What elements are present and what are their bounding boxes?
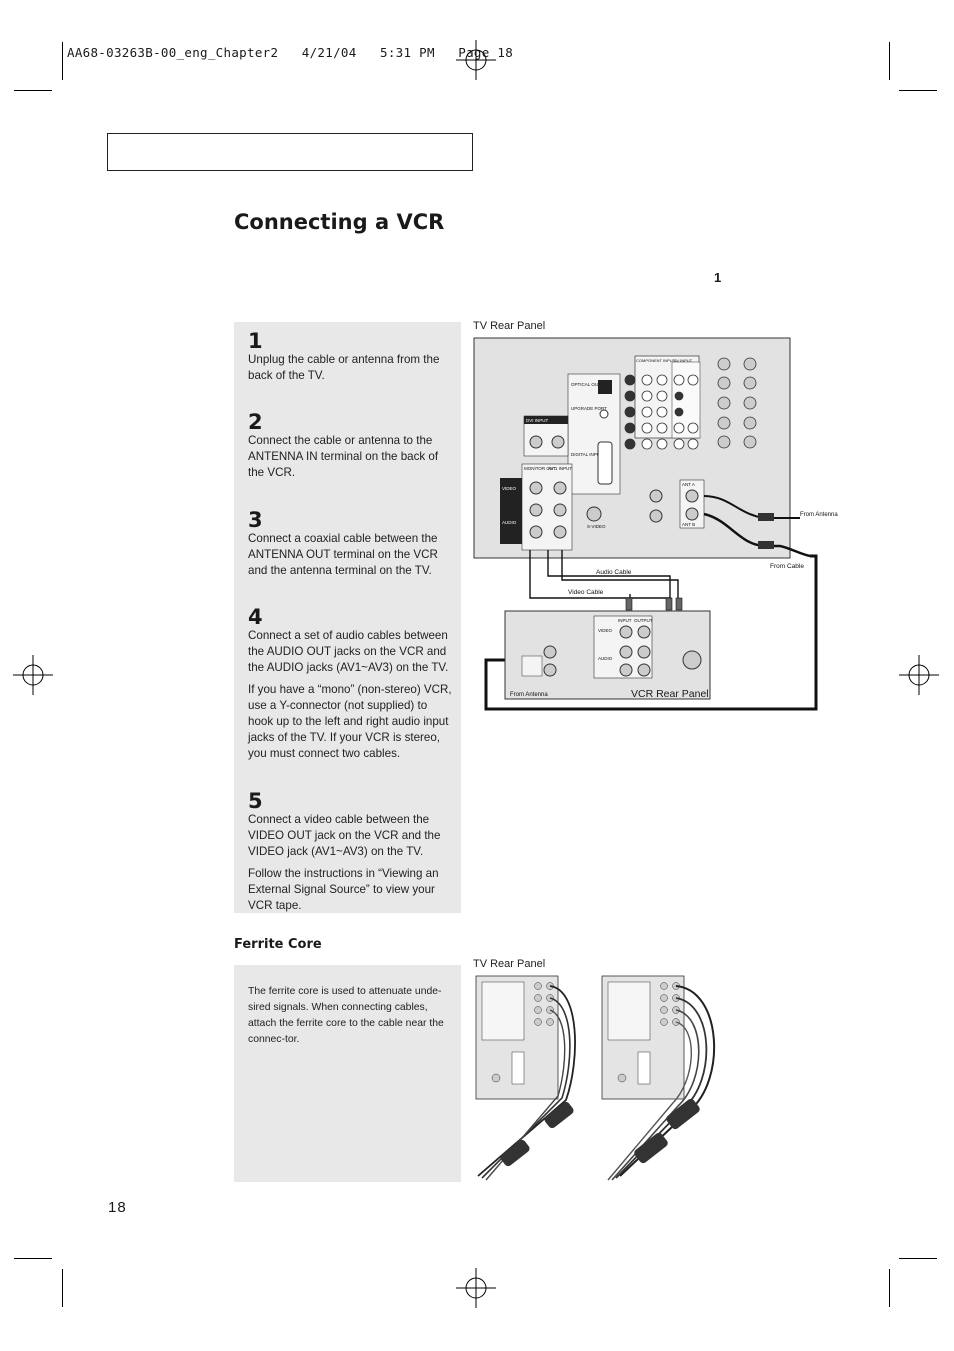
av1-input-label: AV 1 INPUT bbox=[548, 466, 572, 471]
ferrite-core-diagram bbox=[475, 975, 716, 1181]
ferrite-text: The ferrite core is used to attenuate un… bbox=[248, 986, 444, 1045]
step-text: Unplug the cable or antenna from the bac… bbox=[248, 353, 440, 382]
video-cable-label: Video Cable bbox=[568, 589, 604, 596]
step-text: Connect a video cable between the VIDEO … bbox=[248, 813, 441, 858]
optical-out-label: OPTICAL OUT bbox=[571, 382, 601, 387]
crop-mark-top-left-v bbox=[62, 42, 63, 80]
crop-mark-bottom-right-v bbox=[889, 1269, 890, 1307]
component-jacks bbox=[624, 374, 699, 450]
vcr-audio-label: AUDIO bbox=[598, 656, 613, 661]
step-text: Connect a set of audio cables between th… bbox=[248, 629, 449, 674]
step-number: 4 bbox=[248, 605, 263, 629]
ferrite-panel bbox=[234, 965, 461, 1182]
antenna-block bbox=[679, 479, 705, 529]
page-title: Connecting a VCR bbox=[234, 210, 445, 234]
crop-mark-bottom-left-v bbox=[62, 1269, 63, 1307]
upgrade-port-label: UPGRADE PORT bbox=[571, 406, 607, 411]
step-4: 4 Connect a set of audio cables between … bbox=[248, 606, 454, 762]
tv-rear-panel-caption: TV Rear Panel bbox=[473, 320, 546, 332]
audio-label: AUDIO bbox=[502, 520, 517, 525]
component-input-label: COMPONENT INPUT bbox=[636, 358, 676, 363]
vcr-connection-diagram: COMPONENT INPUT AV INPUT OPTICAL OUT UPG… bbox=[473, 337, 838, 711]
vcr-input-label: INPUT bbox=[618, 618, 632, 623]
crop-mark-top-right-v bbox=[889, 42, 890, 80]
monitor-out-label: MONITOR OUT bbox=[524, 466, 556, 471]
ant-b-label: ANT B bbox=[682, 522, 695, 527]
crop-mark-top-left-h bbox=[14, 90, 52, 91]
ferrite-heading: Ferrite Core bbox=[234, 937, 322, 952]
s-video-label: S-VIDEO bbox=[587, 524, 606, 529]
video-label: VIDEO bbox=[502, 486, 517, 491]
right-jack-column bbox=[717, 357, 757, 449]
crop-mark-bottom-right-h bbox=[899, 1258, 937, 1259]
dvi-connector bbox=[597, 441, 613, 485]
from-cable-label: From Cable bbox=[770, 563, 804, 570]
ferrite-tv-rear-panel-caption: TV Rear Panel bbox=[473, 958, 546, 970]
step-number: 3 bbox=[248, 508, 263, 532]
vcr-rear-panel-caption: VCR Rear Panel bbox=[631, 688, 709, 700]
registration-mark-top bbox=[456, 40, 496, 80]
step-text: Connect a coaxial cable between the ANTE… bbox=[248, 532, 438, 577]
step-note: If you have a “mono” (non-stereo) VCR, u… bbox=[248, 683, 452, 760]
step-3: 3 Connect a coaxial cable between the AN… bbox=[248, 509, 454, 579]
vcr-video-label: VIDEO bbox=[598, 628, 613, 633]
step-2: 2 Connect the cable or antenna to the AN… bbox=[248, 411, 454, 481]
step-1: 1 Unplug the cable or antenna from the b… bbox=[248, 330, 454, 384]
registration-mark-right bbox=[899, 655, 939, 695]
step-number: 1 bbox=[248, 329, 263, 353]
registration-mark-left bbox=[13, 655, 53, 695]
av-input-label: AV INPUT bbox=[674, 358, 693, 363]
print-slug: AA68-03263B-00_eng_Chapter2 4/21/04 5:31… bbox=[67, 45, 514, 60]
registration-mark-bottom bbox=[456, 1268, 496, 1308]
page-number: 18 bbox=[108, 1199, 127, 1216]
digital-input-label: DIGITAL INPUT bbox=[571, 452, 603, 457]
vcr-output-label: OUTPUT bbox=[634, 618, 653, 623]
step-text: Connect the cable or antenna to the ANTE… bbox=[248, 434, 439, 479]
dvi-input-label: DVI INPUT bbox=[526, 418, 549, 423]
video-audio-tab bbox=[500, 478, 522, 544]
step-number: 2 bbox=[248, 410, 263, 434]
steps-panel bbox=[234, 322, 461, 913]
step-note: Follow the instructions in “Viewing an E… bbox=[248, 867, 439, 912]
vcr-from-antenna-label: From Antenna bbox=[510, 692, 548, 698]
step-5: 5 Connect a video cable between the VIDE… bbox=[248, 790, 454, 914]
from-antenna-label: From Antenna bbox=[800, 512, 838, 518]
figure-reference: 1 bbox=[714, 270, 722, 285]
ant-a-label: ANT A bbox=[682, 482, 695, 487]
crop-mark-top-right-h bbox=[899, 90, 937, 91]
crop-mark-bottom-left-h bbox=[14, 1258, 52, 1259]
step-number: 5 bbox=[248, 789, 263, 813]
audio-cable-label: Audio Cable bbox=[596, 569, 632, 576]
chapter-title-box bbox=[107, 133, 473, 171]
